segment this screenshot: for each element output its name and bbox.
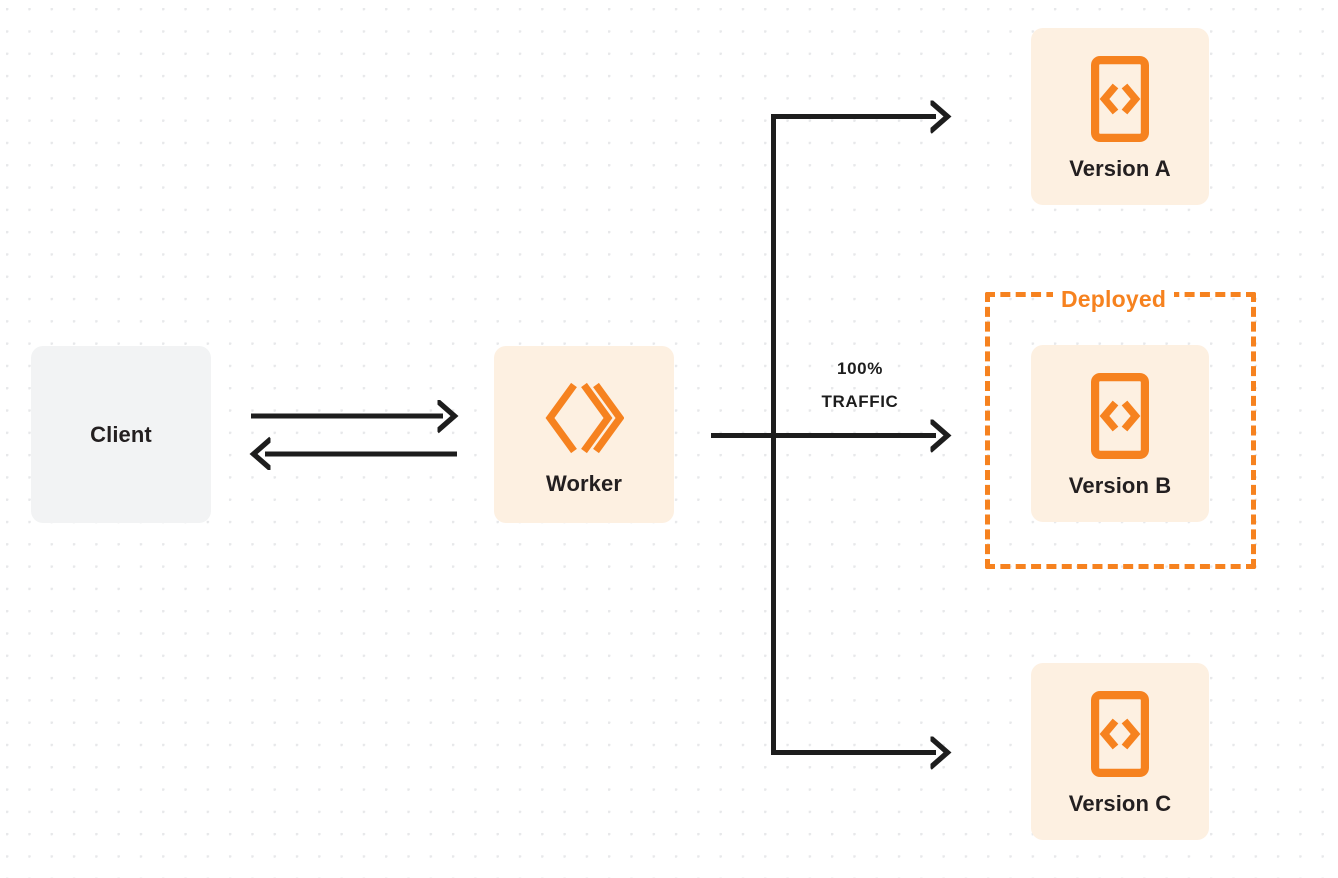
code-file-icon: [1090, 372, 1149, 459]
code-file-icon: [1090, 690, 1149, 777]
traffic-label: 100% TRAFFIC: [790, 352, 930, 418]
node-version-b-label: Version B: [1068, 472, 1172, 498]
traffic-unit: TRAFFIC: [821, 392, 899, 411]
traffic-percent: 100%: [837, 359, 883, 378]
deployed-group-label: Deployed: [1053, 286, 1175, 312]
node-client[interactable]: Client: [31, 346, 211, 523]
code-file-icon: [1090, 55, 1149, 142]
node-worker[interactable]: Worker: [494, 346, 674, 523]
cloudflare-workers-logo-icon: [544, 379, 625, 457]
node-version-c[interactable]: Version C: [1031, 663, 1209, 840]
node-version-b[interactable]: Version B: [1031, 345, 1209, 522]
node-worker-label: Worker: [546, 470, 622, 496]
node-version-a[interactable]: Version A: [1031, 28, 1209, 205]
node-version-a-label: Version A: [1069, 155, 1171, 181]
node-version-c-label: Version C: [1068, 790, 1172, 816]
node-client-label: Client: [90, 421, 152, 447]
